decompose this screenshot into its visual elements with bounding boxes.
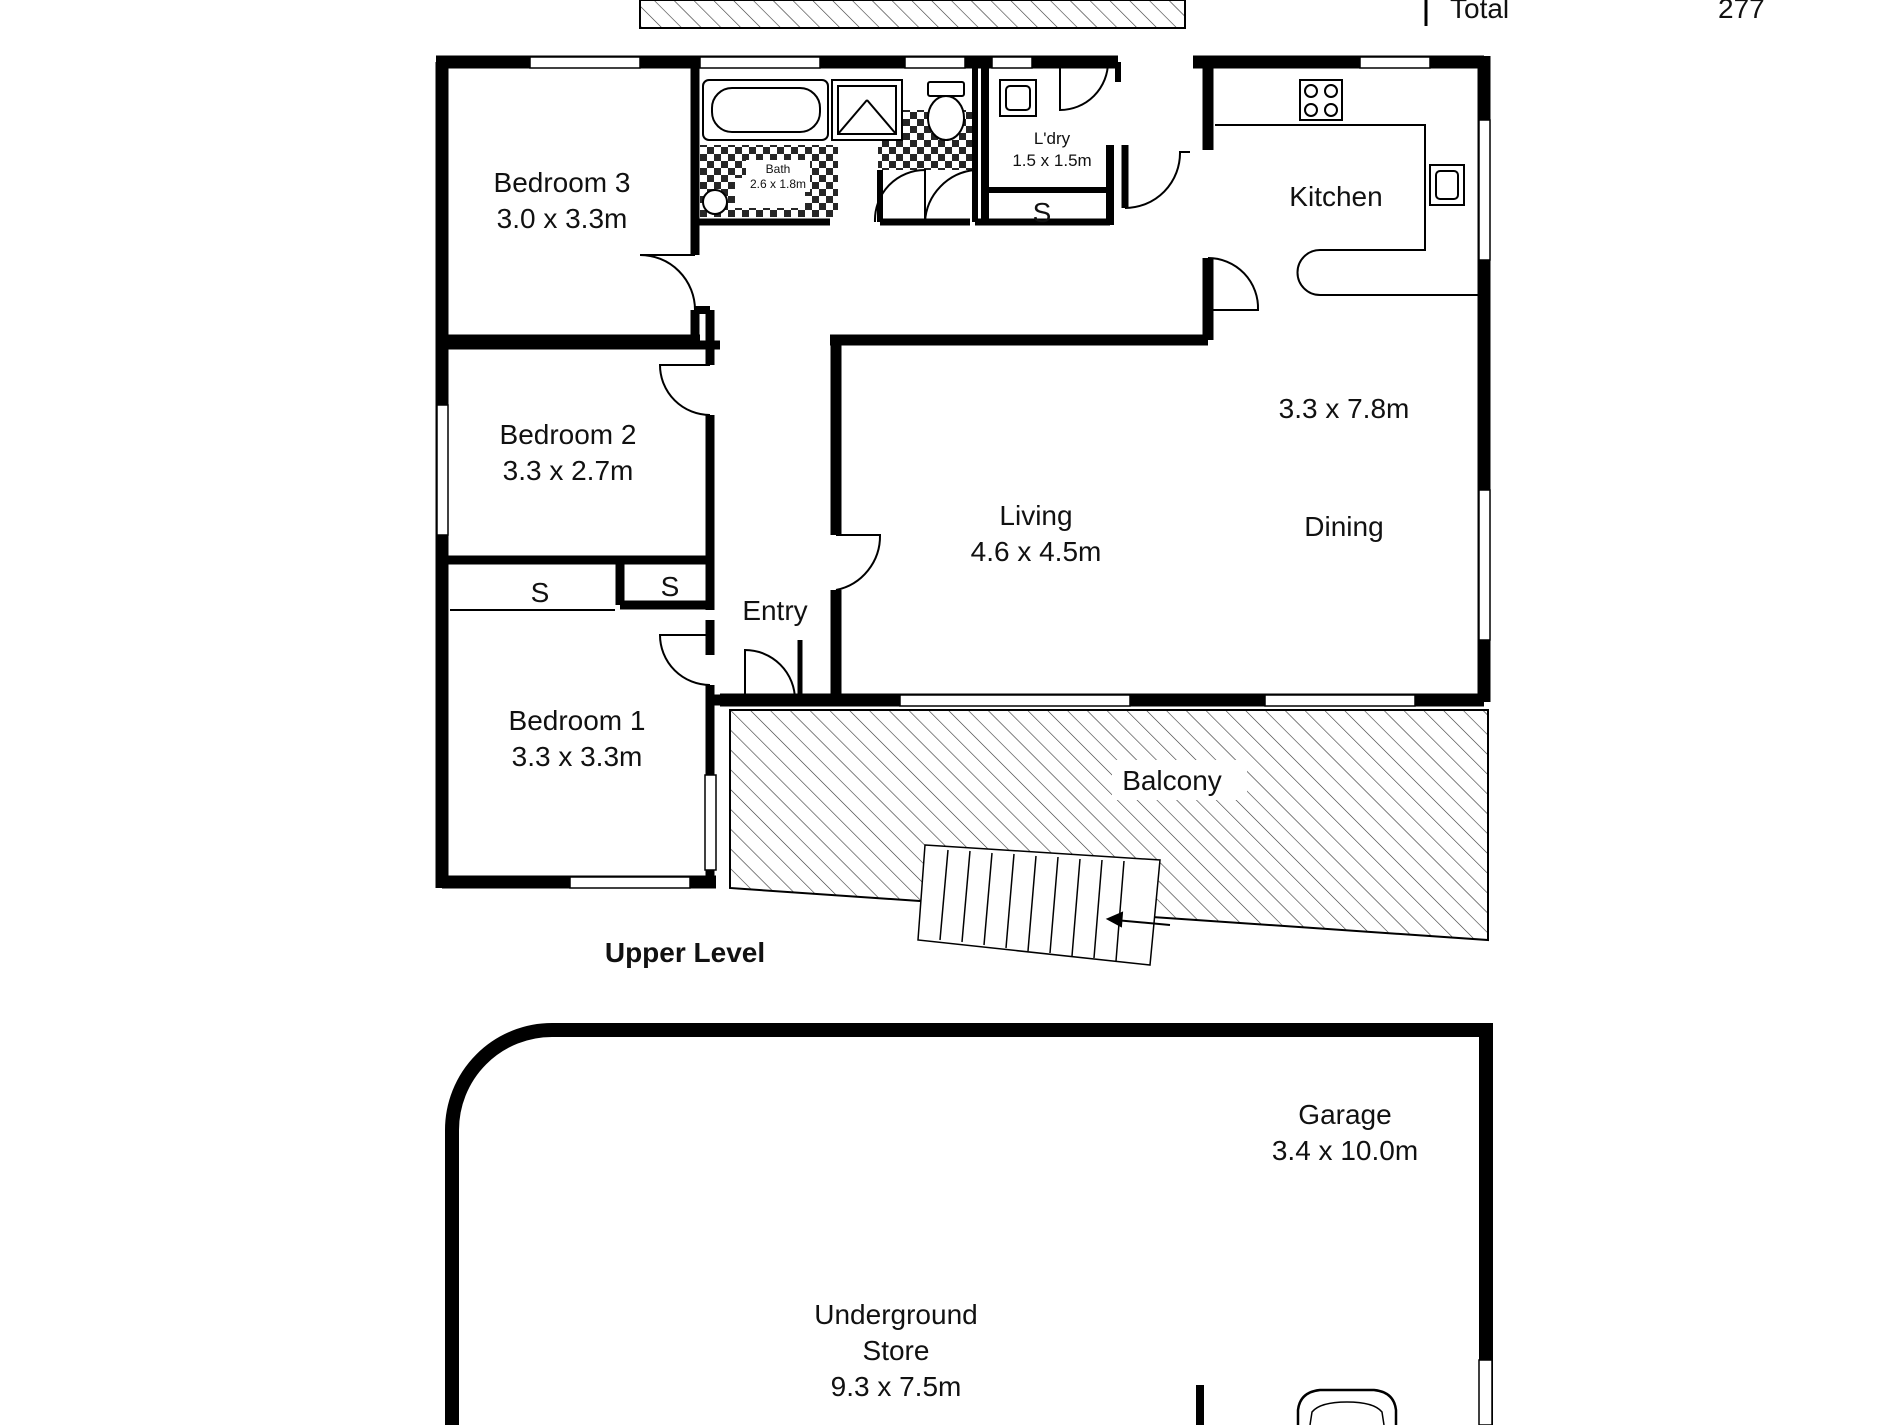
toilet-icon [927, 81, 965, 141]
total-label: Total [1450, 0, 1509, 24]
bedroom3-size: 3.0 x 3.3m [497, 203, 628, 234]
storage-3-label: S [1033, 197, 1052, 228]
dining-size: 3.3 x 7.8m [1279, 393, 1410, 424]
entry-name: Entry [742, 595, 807, 626]
dining-name: Dining [1304, 511, 1383, 542]
bathtub-icon [702, 79, 829, 141]
bedroom1-size: 3.3 x 3.3m [512, 741, 643, 772]
laundry-size: 1.5 x 1.5m [1012, 151, 1091, 170]
store-size: 9.3 x 7.5m [831, 1371, 962, 1402]
storage-1-label: S [531, 577, 550, 608]
bedroom3-name: Bedroom 3 [494, 167, 631, 198]
car-icon [1296, 1388, 1398, 1425]
upper-level-doors [639, 61, 1260, 701]
bedroom2-name: Bedroom 2 [500, 419, 637, 450]
lower-level-walls [445, 1023, 1493, 1425]
area-summary: Total 277 [1424, 0, 1765, 26]
store-name-line2: Store [863, 1335, 930, 1366]
living-name: Living [999, 500, 1072, 531]
storage-2-label: S [661, 571, 680, 602]
shower-icon [831, 79, 903, 141]
lower-level-windows [1478, 1359, 1493, 1425]
laundry-name: L'dry [1034, 129, 1071, 148]
living-size: 4.6 x 4.5m [971, 536, 1102, 567]
store-name-line1: Underground [814, 1299, 977, 1330]
garage-name: Garage [1298, 1099, 1391, 1130]
stair-arrow-icon [1105, 911, 1171, 928]
bedroom2-size: 3.3 x 2.7m [503, 455, 634, 486]
top-hatched-strip [639, 0, 1186, 29]
bedroom1-name: Bedroom 1 [509, 705, 646, 736]
lower-level-labels: Garage 3.4 x 10.0m Underground Store 9.3… [814, 1099, 1418, 1402]
kitchen-bench [1215, 124, 1478, 296]
kitchen-name: Kitchen [1289, 181, 1382, 212]
garage-size: 3.4 x 10.0m [1272, 1135, 1418, 1166]
upper-level-title: Upper Level [605, 937, 765, 968]
balcony-area [729, 709, 1489, 966]
cooktop-icon [1299, 79, 1343, 121]
upper-level-labels: Bedroom 3 3.0 x 3.3m Bath 2.6 x 1.8m L'd… [494, 129, 1410, 968]
bath-size: 2.6 x 1.8m [750, 177, 806, 191]
total-value: 277 [1718, 0, 1765, 24]
upper-level-windows [436, 56, 1491, 889]
bath-name: Bath [766, 162, 791, 176]
sink-icon [702, 79, 1465, 215]
balcony-name: Balcony [1122, 765, 1222, 796]
